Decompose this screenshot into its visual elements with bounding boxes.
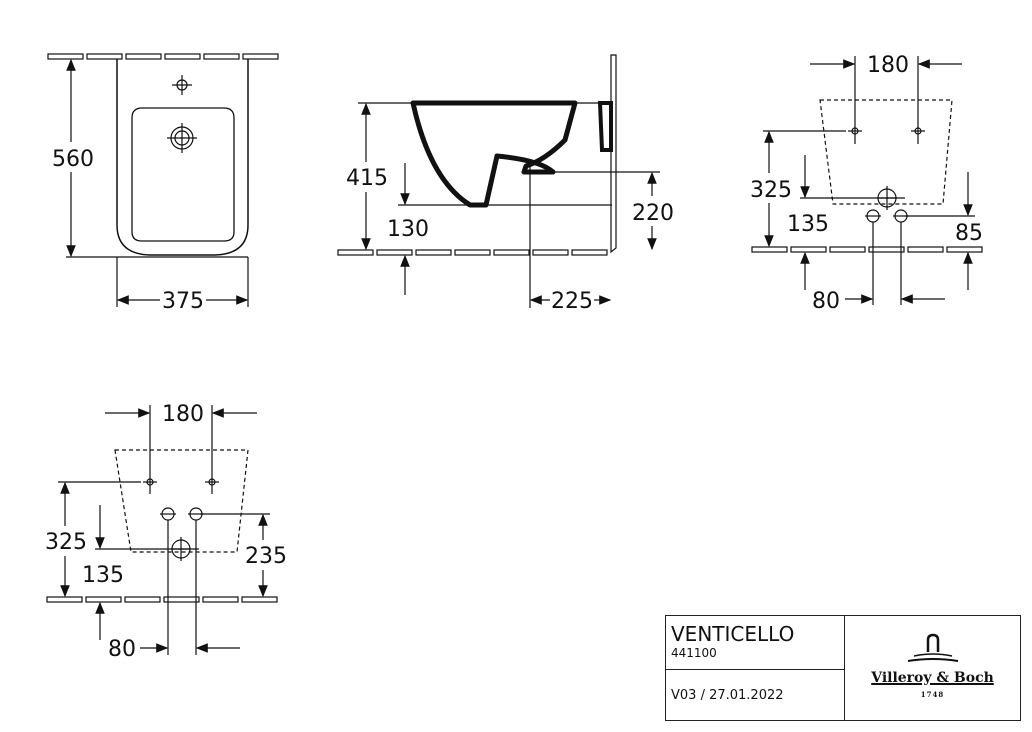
dim-r1-fixing-spacing: 180 [867, 53, 909, 78]
dim-r2-supply-height: 235 [245, 544, 287, 569]
dim-r2-outlet-height: 135 [82, 563, 124, 588]
wall-tiles [47, 53, 279, 60]
brand-year: 1748 [920, 690, 945, 699]
dim-top-height: 560 [52, 147, 94, 172]
drain-icon [167, 123, 197, 153]
supply-hole-icon [160, 507, 176, 521]
fixing-hole-icon [205, 478, 219, 486]
floor-tiles [337, 249, 608, 256]
title-block: VENTICELLO 441100 V03 / 27.01.2022 Ville… [665, 615, 1021, 721]
dim-r1-outlet-height: 135 [787, 212, 829, 237]
dim-r1-fixing-height: 325 [750, 178, 792, 203]
fixing-hole-icon [848, 127, 862, 135]
supply-hole-icon [865, 209, 881, 223]
title-block-info: VENTICELLO 441100 V03 / 27.01.2022 [666, 616, 845, 720]
dim-r2-fixing-height: 325 [45, 530, 87, 555]
version-date: V03 / 27.01.2022 [671, 688, 784, 703]
article-number: 441100 [671, 646, 717, 660]
tap-hole-icon [172, 75, 192, 95]
dim-r1-supply-height: 85 [955, 221, 983, 246]
dim-side-height: 415 [346, 166, 388, 191]
fountain-icon [907, 633, 959, 662]
top-view [47, 53, 279, 307]
rear-view-1 [751, 56, 983, 305]
dim-r2-supply-spacing: 80 [108, 637, 136, 662]
dim-side-outlet-height: 220 [632, 201, 674, 226]
title-block-product: VENTICELLO 441100 [666, 616, 844, 670]
dim-r2-fixing-spacing: 180 [162, 402, 204, 427]
side-view [337, 54, 660, 308]
brand-logo: Villeroy & Boch 1748 [845, 616, 1020, 720]
dim-r1-supply-spacing: 80 [812, 289, 840, 314]
dim-side-outlet-depth: 225 [551, 289, 593, 314]
dim-top-width: 375 [162, 289, 204, 314]
fixing-hole-icon [911, 127, 925, 135]
floor-tiles [751, 246, 983, 253]
floor-tiles [46, 596, 278, 603]
brand-name: Villeroy & Boch [871, 670, 994, 686]
product-name: VENTICELLO [671, 622, 795, 646]
dim-side-clearance: 130 [387, 217, 429, 242]
fixing-hole-icon [143, 478, 157, 486]
